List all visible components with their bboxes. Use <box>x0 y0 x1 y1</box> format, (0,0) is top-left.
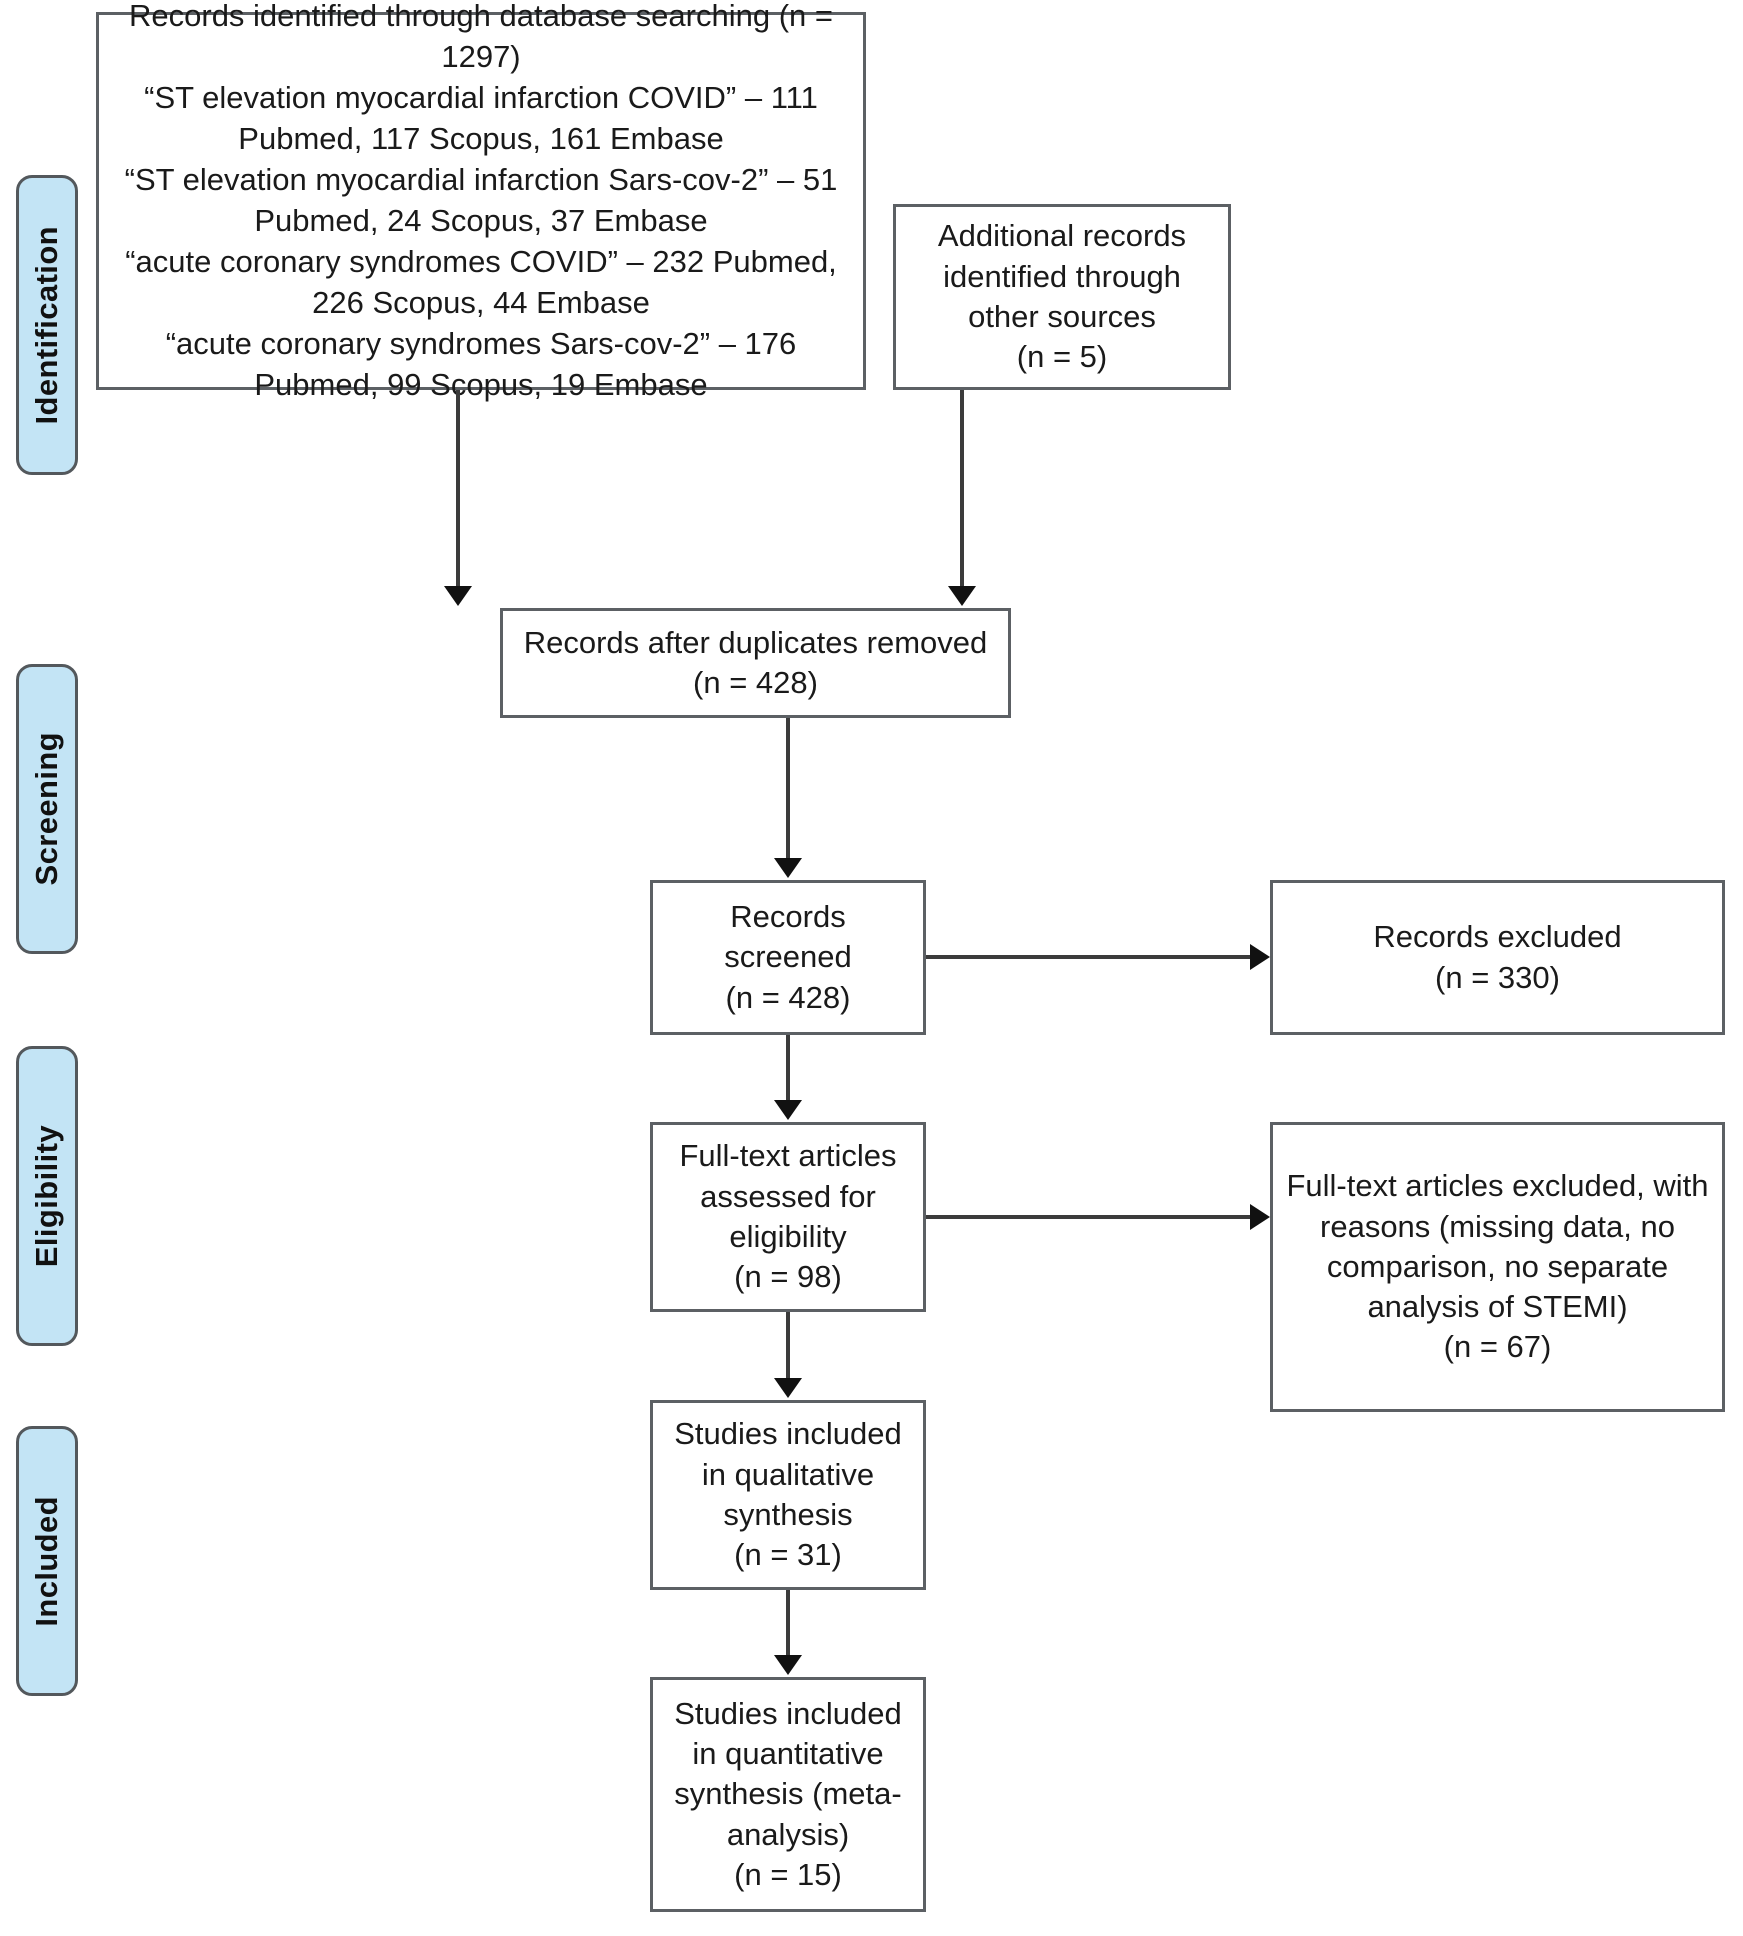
stage-bar-identification: Identification <box>16 175 78 475</box>
box-fulltext-excluded-text: Full-text articles excluded, with reason… <box>1286 1168 1709 1365</box>
stage-label-included: Included <box>29 1495 64 1627</box>
box-fulltext-assessed: Full-text articles assessed for eligibil… <box>650 1122 926 1312</box>
arrow-screened-to-excluded <box>1250 944 1270 970</box>
connector-database-to-duplicates <box>456 390 460 588</box>
arrow-database-to-duplicates <box>444 586 472 606</box>
box-records-excluded: Records excluded (n = 330) <box>1270 880 1725 1035</box>
box-database-search: Records identified through database sear… <box>96 0 866 402</box>
connector-screened-to-excluded <box>926 955 1252 959</box>
arrow-fulltext-to-qualitative <box>774 1378 802 1398</box>
box-quantitative-synthesis: Studies included in quantitative synthes… <box>650 1677 926 1912</box>
box-fulltext-assessed-text: Full-text articles assessed for eligibil… <box>679 1138 897 1295</box>
box-database-search-text: Records identified through database sear… <box>124 0 838 402</box>
box-quantitative-synthesis-text: Studies included in quantitative synthes… <box>674 1695 902 1892</box>
box-duplicates-removed-text: Records after duplicates removed (n = 42… <box>523 624 988 700</box>
box-other-sources-text: Additional records identified through ot… <box>937 218 1187 375</box>
arrow-qualitative-to-quantitative <box>774 1655 802 1675</box>
arrow-duplicates-to-screened <box>774 858 802 878</box>
box-duplicates-removed: Records after duplicates removed (n = 42… <box>500 608 1011 718</box>
connector-duplicates-to-screened <box>786 718 790 860</box>
stage-bar-eligibility: Eligibility <box>16 1046 78 1346</box>
stage-label-identification: Identification <box>29 225 64 425</box>
connector-other-sources-to-duplicates <box>960 390 964 588</box>
stage-bar-screening: Screening <box>16 664 78 954</box>
arrow-screened-to-fulltext <box>774 1100 802 1120</box>
connector-qualitative-to-quantitative <box>786 1590 790 1655</box>
arrow-fulltext-to-excluded <box>1250 1204 1270 1230</box>
stage-label-eligibility: Eligibility <box>29 1124 64 1268</box>
box-qualitative-synthesis: Studies included in qualitative synthesi… <box>650 1400 926 1590</box>
arrow-other-sources-to-duplicates <box>948 586 976 606</box>
box-records-screened: Records screened (n = 428) <box>650 880 926 1035</box>
box-records-screened-text: Records screened (n = 428) <box>724 899 852 1015</box>
stage-label-screening: Screening <box>29 732 64 886</box>
connector-screened-to-fulltext <box>786 1035 790 1100</box>
stage-bar-included: Included <box>16 1426 78 1696</box>
box-records-excluded-text: Records excluded (n = 330) <box>1373 919 1622 995</box>
connector-fulltext-to-excluded <box>926 1215 1252 1219</box>
connector-fulltext-to-qualitative <box>786 1312 790 1378</box>
box-fulltext-excluded: Full-text articles excluded, with reason… <box>1270 1122 1725 1412</box>
box-qualitative-synthesis-text: Studies included in qualitative synthesi… <box>674 1416 902 1573</box>
box-other-sources: Additional records identified through ot… <box>893 204 1231 390</box>
